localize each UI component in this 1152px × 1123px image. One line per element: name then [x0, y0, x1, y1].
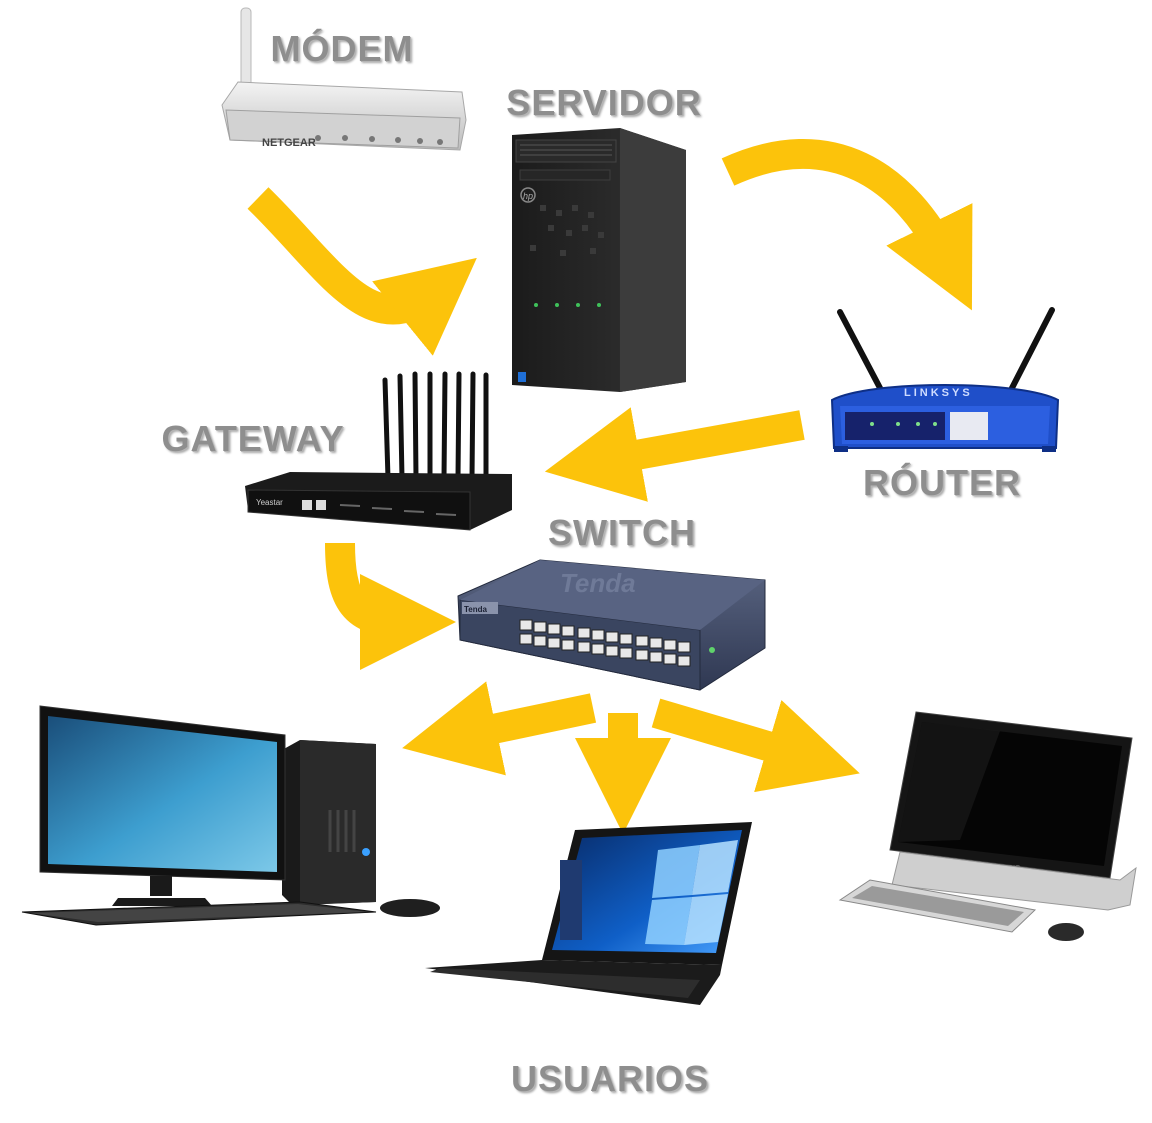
arrow-switch-to-all-in-one	[651, 698, 860, 793]
arrow-modem-to-server	[247, 187, 477, 356]
laptop-device	[425, 822, 752, 1005]
users-label: USUARIOS	[510, 1058, 710, 1099]
arrow-gateway-to-switch	[325, 542, 456, 670]
router-label: RÓUTER	[863, 462, 1021, 503]
server-device: hp	[512, 128, 686, 392]
gateway-device: Yeastar	[245, 371, 512, 531]
windows-logo-icon	[652, 845, 700, 898]
server-brand: hp	[523, 191, 533, 201]
arrow-server-to-router	[721, 139, 973, 311]
server-label: SERVIDOR	[506, 82, 702, 123]
router-device: LINKSYS	[830, 307, 1060, 452]
arrow-router-to-gateway	[544, 407, 805, 502]
switch-brand-front: Tenda	[464, 605, 488, 614]
modem-brand: NETGEAR	[262, 137, 316, 149]
gateway-label: GATEWAY	[161, 418, 345, 459]
hp-logo-icon	[520, 187, 536, 203]
switch-brand-top: Tenda	[560, 568, 636, 598]
gateway-brand: Yeastar	[256, 498, 283, 507]
desktop-pc-device	[21, 705, 440, 926]
modem-label: MÓDEM	[270, 28, 414, 69]
arrow-switch-to-desktop	[402, 681, 597, 776]
switch-device: Tenda Tenda	[457, 559, 766, 691]
router-brand: LINKSYS	[904, 387, 973, 399]
all-in-one-device: SAMSUNG	[838, 711, 1137, 941]
switch-label: SWITCH	[548, 512, 696, 553]
arrows	[247, 139, 973, 835]
modem-device: NETGEAR	[221, 7, 467, 151]
